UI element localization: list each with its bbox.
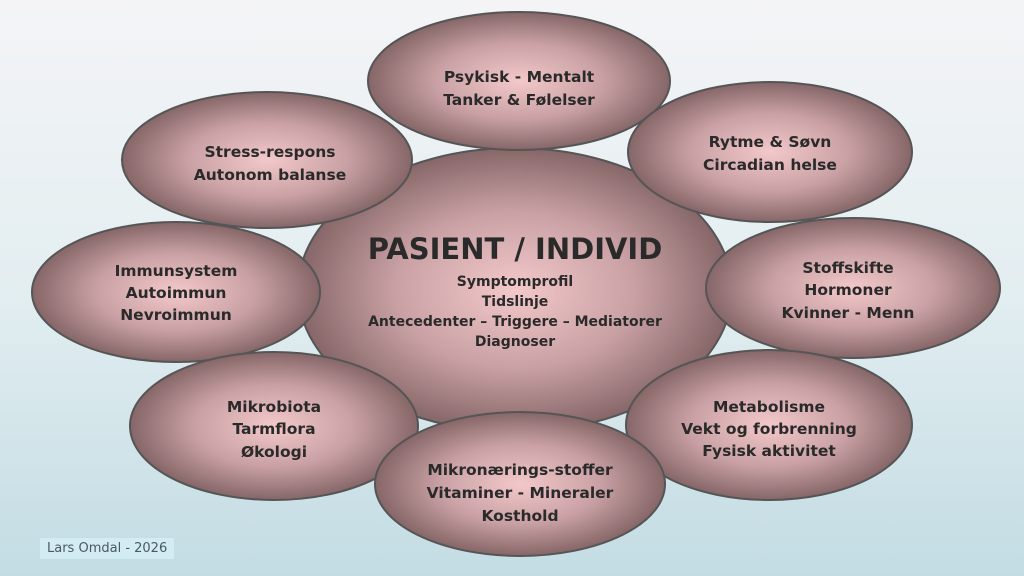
- node-label: Immunsystem: [115, 262, 238, 280]
- node-immun: Immunsystem Autoimmun Nevroimmun: [31, 221, 321, 363]
- node-label: Tarmflora: [232, 420, 315, 438]
- center-line: Tidslinje: [482, 294, 549, 310]
- center-line: Diagnoser: [475, 334, 555, 350]
- node-label: Autonom balanse: [194, 166, 346, 184]
- node-label: Circadian helse: [703, 156, 837, 174]
- author-credit: Lars Omdal - 2026: [40, 538, 175, 559]
- node-rytme: Rytme & Søvn Circadian helse: [627, 81, 913, 223]
- node-label: Stress-respons: [204, 143, 335, 161]
- node-label: Vekt og forbrenning: [681, 420, 857, 438]
- node-label: Autoimmun: [126, 284, 227, 302]
- node-mikrobiota: Mikrobiota Tarmflora Økologi: [129, 351, 419, 501]
- center-line: Antecedenter – Triggere – Mediatorer: [368, 314, 662, 330]
- node-metabolisme: Metabolisme Vekt og forbrenning Fysisk a…: [625, 349, 913, 501]
- node-label: Mikronærings-stoffer: [427, 461, 613, 479]
- node-stoffskifte: Stoffskifte Hormoner Kvinner - Menn: [705, 217, 1001, 359]
- node-psykisk: Psykisk - Mentalt Tanker & Følelser: [367, 11, 671, 151]
- node-label: Hormoner: [804, 281, 892, 299]
- node-label: Psykisk - Mentalt: [444, 68, 595, 86]
- node-label: Rytme & Søvn: [709, 133, 832, 151]
- node-label: Vitaminer - Mineraler: [427, 484, 614, 502]
- node-label: Kosthold: [481, 507, 558, 525]
- node-label: Metabolisme: [713, 398, 825, 416]
- node-label: Nevroimmun: [120, 306, 232, 324]
- center-line: Symptomprofil: [457, 274, 573, 290]
- node-stress: Stress-respons Autonom balanse: [121, 91, 413, 229]
- node-mikronaering: Mikronærings-stoffer Vitaminer - Mineral…: [374, 411, 666, 557]
- node-label: Mikrobiota: [227, 398, 321, 416]
- node-label: Fysisk aktivitet: [702, 442, 836, 460]
- node-label: Kvinner - Menn: [782, 304, 915, 322]
- node-label: Tanker & Følelser: [443, 91, 595, 109]
- node-label: Økologi: [241, 443, 307, 461]
- node-label: Stoffskifte: [802, 259, 893, 277]
- center-node: PASIENT / INDIVID Symptomprofil Tidslinj…: [297, 147, 733, 433]
- center-title: PASIENT / INDIVID: [368, 232, 663, 266]
